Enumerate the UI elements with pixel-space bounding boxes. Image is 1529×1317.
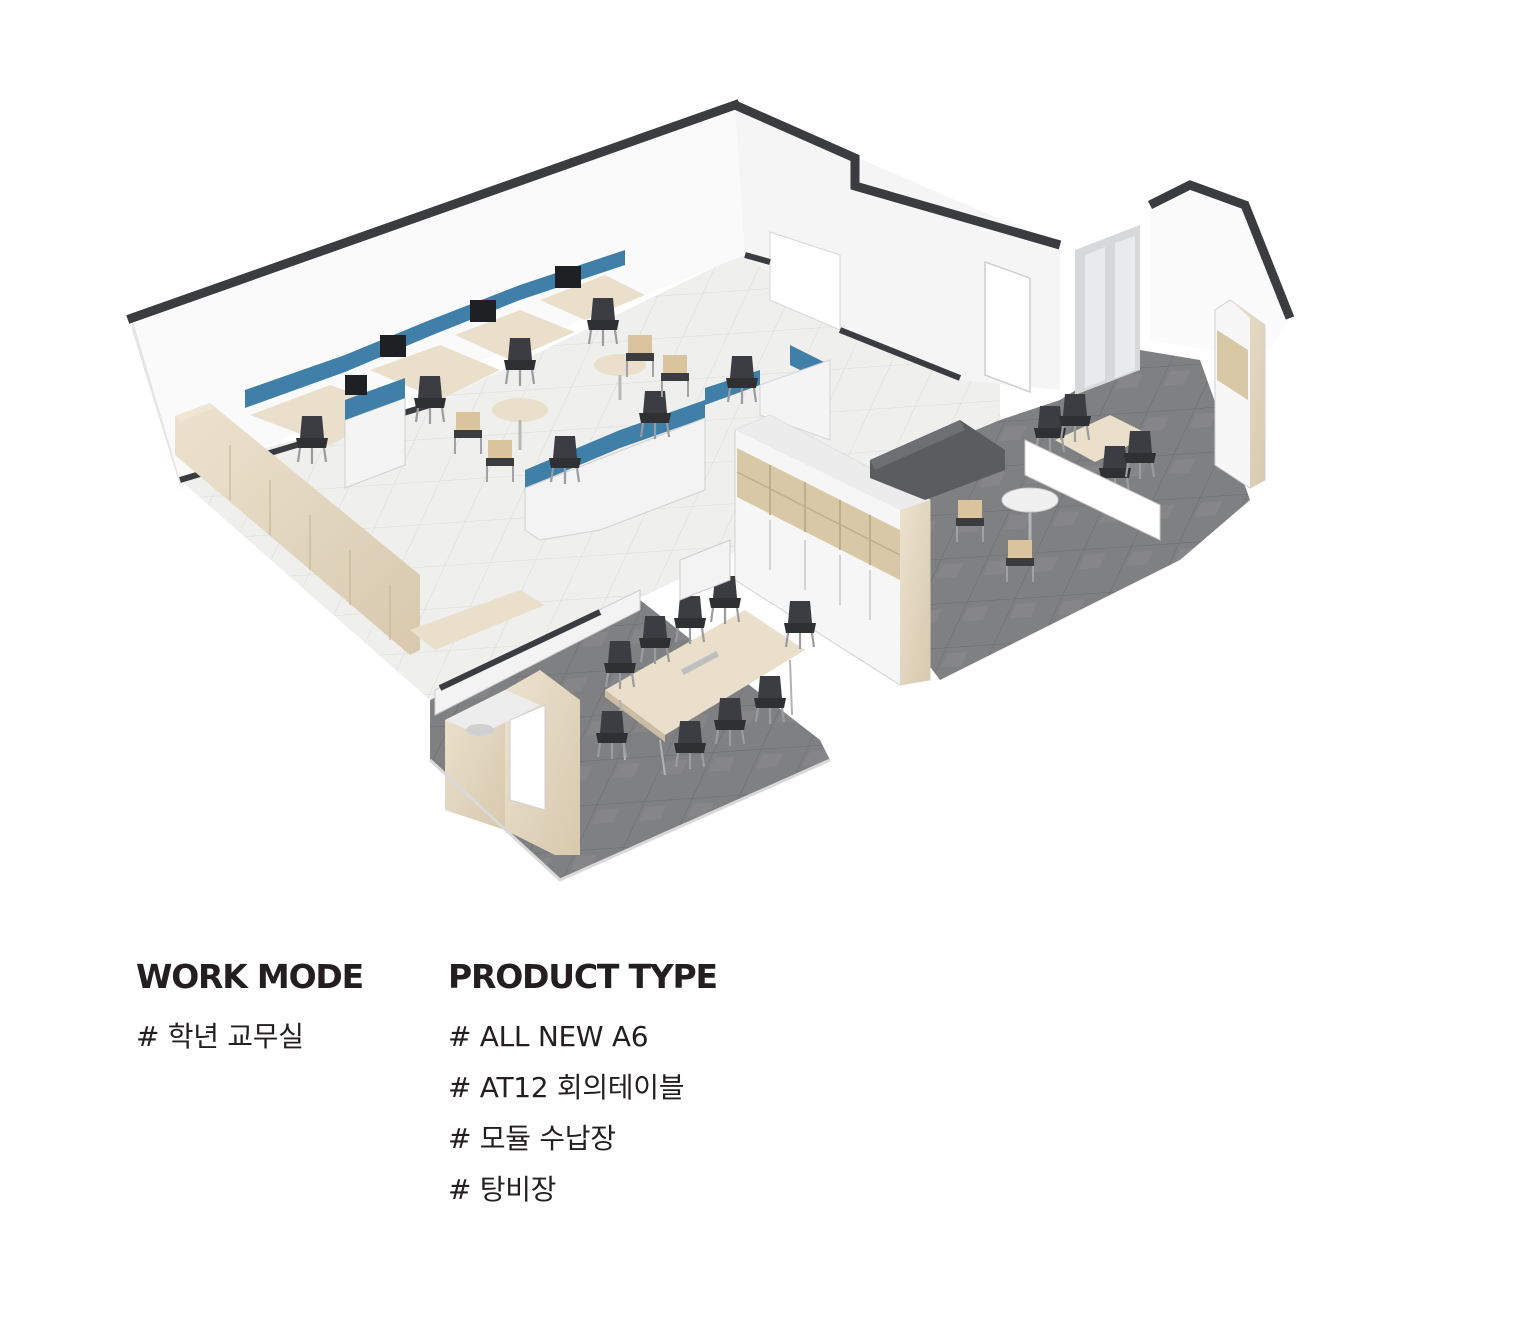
work-mode-heading: WORK MODE [136,957,364,996]
office-floor-plan-render [126,99,1295,882]
right-meeting-table [1024,392,1161,541]
work-mode-item: # 학년 교무실 [136,1020,304,1053]
at12-meeting-table [594,574,818,776]
left-storage-cabinet [175,403,420,655]
workstation-cluster [245,250,831,541]
product-type-item: # 탕비장 [448,1173,557,1206]
lounge-sofa [870,420,1059,583]
product-type-item: # 모듈 수납장 [448,1122,616,1155]
work-mode-list: # 학년 교무실 [136,1011,363,1062]
product-type-item: # AT12 회의테이블 [448,1071,685,1104]
pantry-cabinet [445,670,580,855]
product-type-item: # ALL NEW A6 [448,1020,649,1053]
product-type-list: # ALL NEW A6 # AT12 회의테이블 # 모듈 수납장 # 탕비장 [448,1011,717,1215]
product-type-section: PRODUCT TYPE # ALL NEW A6 # AT12 회의테이블 #… [448,955,718,1215]
work-mode-section: WORK MODE # 학년 교무실 [136,955,364,1062]
right-tall-cabinet [1214,299,1266,489]
product-type-heading: PRODUCT TYPE [448,957,718,996]
